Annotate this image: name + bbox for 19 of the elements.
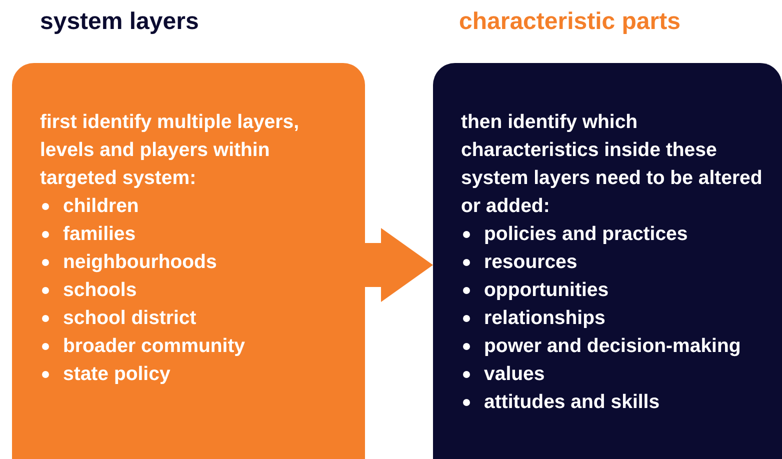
- list-item: policies and practices: [484, 223, 688, 245]
- list-item: state policy: [63, 363, 170, 385]
- list-item: schools: [63, 279, 137, 301]
- list-item: children: [63, 195, 139, 217]
- list-item: broader community: [63, 335, 246, 357]
- list-item: resources: [484, 251, 578, 273]
- block-arrow: [365, 228, 433, 302]
- panel-heading: system layers: [40, 8, 199, 36]
- list-item: families: [63, 223, 136, 245]
- list-item: opportunities: [484, 279, 609, 301]
- list-item: attitudes and skills: [484, 391, 660, 413]
- intro-text: then identify which characteristics inside these system layers need to be altered or added:: [461, 110, 764, 219]
- panel-heading: characteristic parts: [459, 8, 680, 36]
- list-item: relationships: [484, 307, 606, 329]
- list-item: power and decision-making: [484, 335, 741, 357]
- list-item: values: [484, 363, 545, 385]
- intro-text: first identify multiple layers, levels and players within targeted system:: [40, 110, 300, 191]
- list-item: school district: [63, 307, 196, 329]
- list-item: neighbourhoods: [63, 251, 217, 273]
